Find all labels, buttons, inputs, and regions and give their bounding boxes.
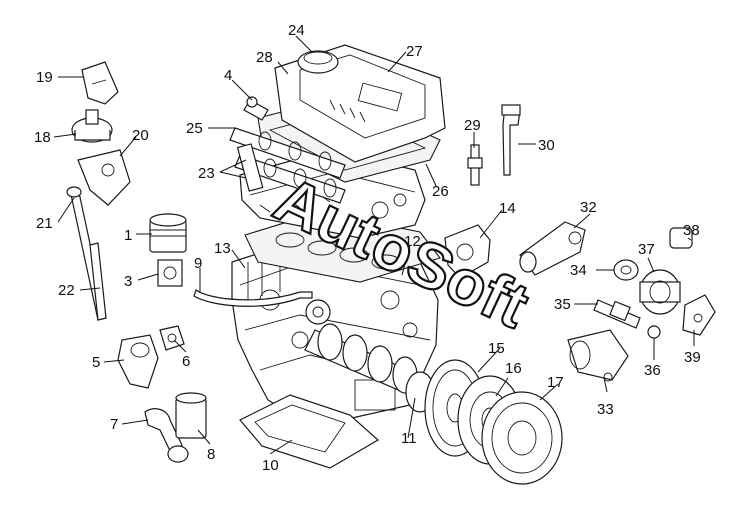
callout-13: 13 (214, 240, 231, 257)
callout-17: 17 (547, 374, 564, 391)
callout-10: 10 (262, 457, 279, 474)
callout-23: 23 (198, 165, 215, 182)
callout-33: 33 (597, 401, 614, 418)
callout-34: 34 (570, 262, 587, 279)
engine-bracket (77, 149, 131, 206)
cam-sensor-4 (243, 96, 269, 121)
callout-22: 22 (58, 282, 75, 299)
callout-29: 29 (464, 117, 481, 134)
callout-28: 28 (256, 49, 273, 66)
starter-motor (567, 329, 629, 382)
callout-27: 27 (406, 43, 423, 60)
callout-1: 1 (124, 227, 132, 244)
callout-25: 25 (186, 120, 203, 137)
oil-filter (175, 392, 207, 439)
callout-14: 14 (499, 200, 516, 217)
engine-mount-top (81, 61, 119, 105)
callout-24: 24 (288, 22, 305, 39)
callout-21: 21 (36, 215, 53, 232)
breather-hose (193, 289, 313, 307)
leader-lines (53, 35, 695, 455)
callout-5: 5 (92, 354, 100, 371)
valve-cover (274, 44, 446, 163)
callout-9: 9 (194, 255, 202, 272)
callout-39: 39 (684, 349, 701, 366)
callout-32: 32 (580, 199, 597, 216)
coolant-outlet (117, 334, 159, 389)
callout-15: 15 (488, 340, 505, 357)
sensor-38 (669, 227, 693, 249)
bracket-39 (682, 294, 716, 336)
torque-arm (519, 221, 586, 276)
callout-3: 3 (124, 273, 132, 290)
connecting-rod (157, 259, 183, 287)
oil-filler-cap (297, 50, 339, 74)
callout-30: 30 (538, 137, 555, 154)
callout-4: 4 (224, 67, 232, 84)
callout-11: 11 (401, 430, 417, 447)
callout-35: 35 (554, 296, 571, 313)
injector (593, 299, 641, 329)
piston (149, 213, 187, 253)
idler-pulley (613, 259, 639, 281)
pressure-plate (481, 391, 563, 485)
callout-labels: 1 3 4 5 6 7 8 9 10 11 12 13 14 15 16 17 … (34, 22, 701, 474)
oil-pan (239, 394, 380, 469)
callout-18: 18 (34, 129, 51, 146)
alternator (639, 269, 681, 315)
callout-8: 8 (207, 446, 215, 463)
callout-12: 12 (404, 233, 421, 250)
callout-19: 19 (36, 69, 53, 86)
callout-16: 16 (505, 360, 522, 377)
thermostat-housing (444, 224, 491, 279)
engine-mount-rubber (71, 109, 113, 143)
oil-pickup (144, 408, 189, 463)
callout-20: 20 (132, 127, 149, 144)
callout-37: 37 (638, 241, 655, 258)
camshafts (229, 127, 346, 204)
callout-7: 7 (110, 416, 118, 433)
callout-6: 6 (182, 353, 190, 370)
ignition-coil (501, 104, 521, 176)
spark-plug (467, 144, 483, 186)
callout-26: 26 (432, 183, 449, 200)
callout-36: 36 (644, 362, 661, 379)
crankshaft (304, 299, 435, 413)
dipstick (66, 186, 107, 321)
callout-38: 38 (683, 222, 700, 239)
bolt-36 (647, 325, 661, 339)
